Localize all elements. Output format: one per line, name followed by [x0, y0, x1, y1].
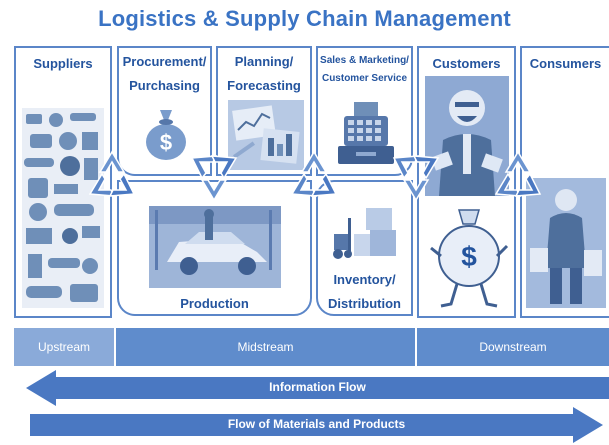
inventory-panel: Inventory/ Distribution	[316, 180, 413, 316]
customers-panel: Customers $	[417, 46, 516, 318]
sales-panel: Sales & Marketing/ Customer Service	[316, 46, 413, 176]
procurement-label-line1: Procurement/	[122, 54, 207, 69]
upstream-label: Upstream	[37, 340, 90, 354]
midstream-band: Midstream	[116, 328, 415, 366]
recycle-connector-5-icon	[494, 150, 542, 197]
consumers-label: Consumers	[529, 56, 602, 71]
downstream-band: Downstream	[417, 328, 609, 366]
upstream-band: Upstream	[14, 328, 114, 366]
suppliers-label: Suppliers	[33, 56, 93, 71]
procurement-panel: Procurement/ Purchasing $	[117, 46, 212, 176]
parts-collage-image	[22, 108, 104, 308]
information-flow-arrow	[26, 370, 609, 406]
planning-panel: Planning/ Forecasting	[216, 46, 312, 176]
forklift-boxes-image	[333, 208, 396, 259]
sales-label-line1: Sales & Marketing/	[320, 55, 409, 66]
recycle-connector-1-icon	[88, 150, 136, 197]
materials-flow-arrow	[30, 407, 603, 443]
happy-customer-image	[425, 76, 509, 196]
materials-flow-label: Flow of Materials and Products	[227, 417, 406, 431]
diagram-title: Logistics & Supply Chain Management	[98, 6, 511, 31]
planning-label-line1: Planning/	[234, 54, 294, 69]
cash-register-icon	[338, 102, 394, 164]
recycle-connector-2-icon	[190, 155, 238, 202]
inventory-label-line2: Distribution	[328, 296, 401, 311]
suppliers-panel: Suppliers	[14, 46, 112, 318]
recycle-connector-4-icon	[392, 155, 440, 202]
production-label: Production	[180, 296, 249, 311]
production-panel: Production	[117, 180, 312, 316]
downstream-label: Downstream	[479, 340, 547, 354]
inventory-label-line1: Inventory/	[333, 272, 396, 287]
money-bag-symbol: $	[160, 130, 172, 155]
customers-label: Customers	[432, 56, 501, 71]
money-bag-character-icon: $	[430, 209, 509, 308]
car-assembly-image	[149, 206, 281, 288]
procurement-label-line2: Purchasing	[129, 78, 200, 93]
planning-label-line2: Forecasting	[227, 78, 301, 93]
shopper-image	[526, 178, 606, 308]
money-bag-character-symbol: $	[461, 241, 477, 272]
planning-documents-image	[228, 100, 304, 170]
recycle-connector-3-icon	[290, 150, 338, 197]
money-bag-icon: $	[146, 110, 186, 160]
midstream-label: Midstream	[237, 340, 294, 354]
information-flow-label: Information Flow	[269, 380, 366, 394]
sales-label-line2: Customer Service	[321, 73, 408, 84]
